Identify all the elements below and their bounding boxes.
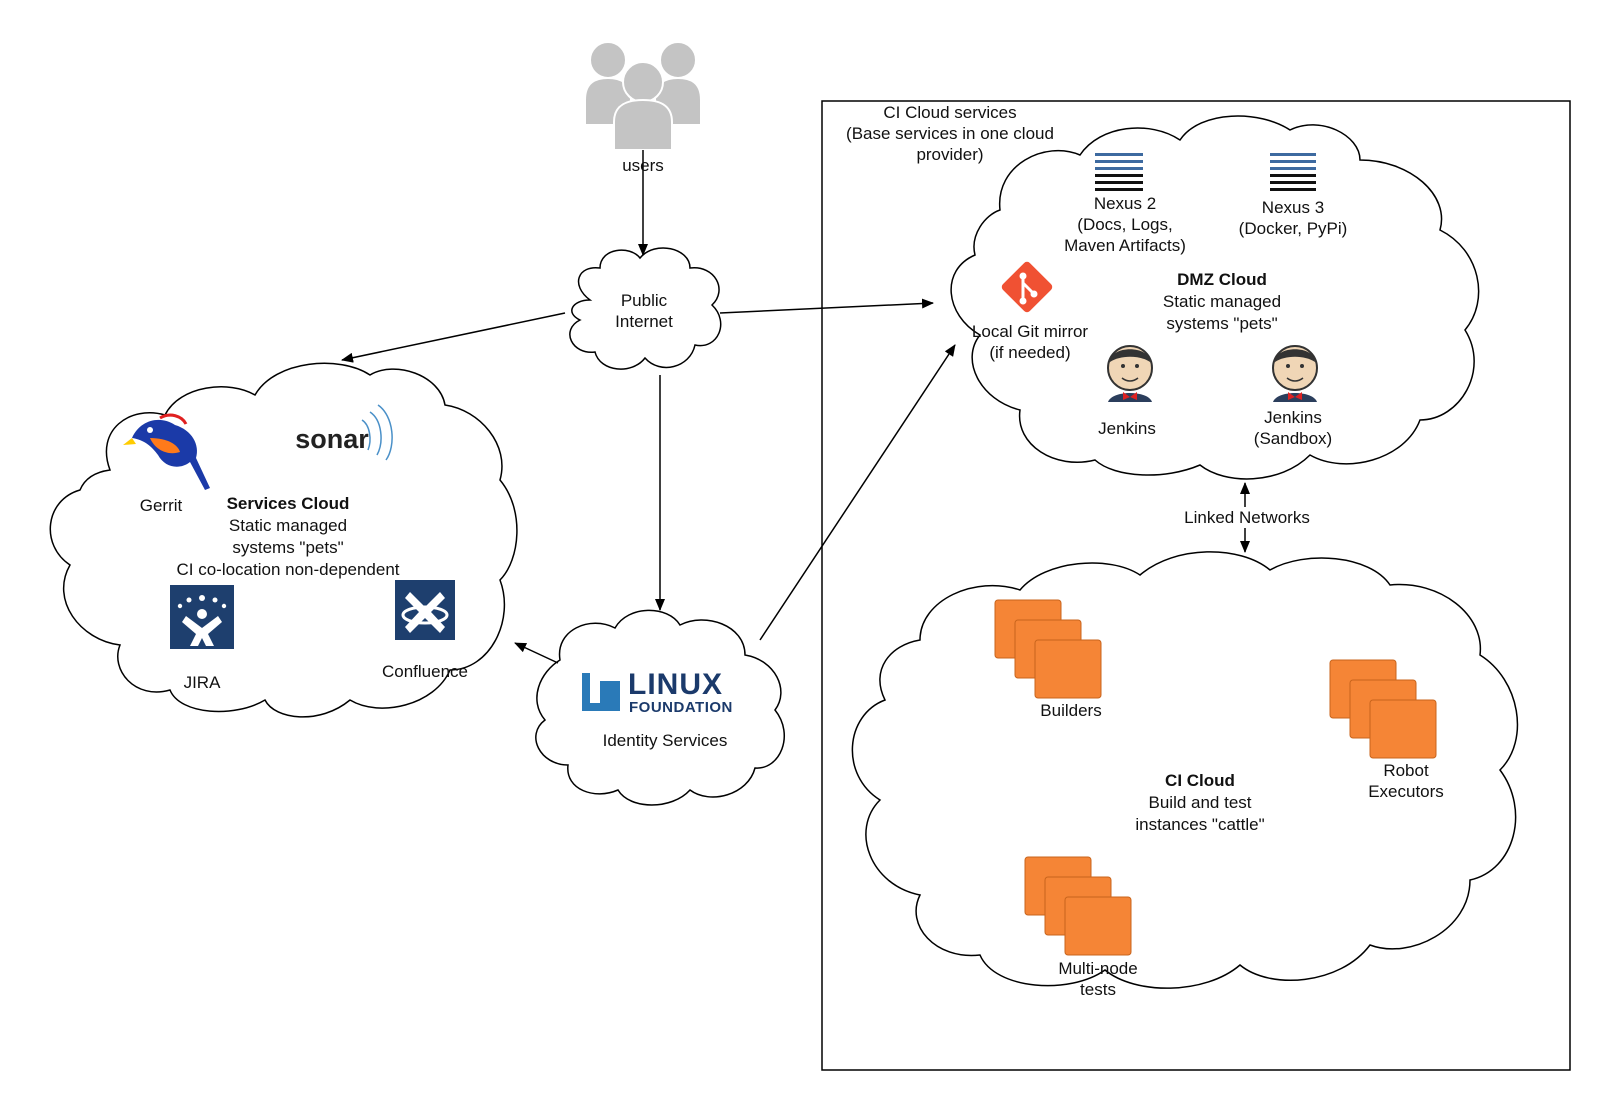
linux-foundation-logo-line2: FOUNDATION xyxy=(629,699,733,716)
git-icon xyxy=(1001,261,1053,313)
linked-networks-label: Linked Networks xyxy=(1181,507,1313,528)
nexus-3-icon xyxy=(1270,153,1316,191)
nexus-3-label: Nexus 3 (Docker, PyPi) xyxy=(1238,198,1348,238)
public-internet-cloud xyxy=(569,247,722,370)
dmz-cloud-line1: Static managed xyxy=(1162,292,1282,311)
builders-label: Builders xyxy=(1040,701,1102,720)
internet-to-dmz-edge xyxy=(719,298,934,314)
ci-cloud-line1: Build and test xyxy=(1148,793,1252,812)
jenkins-sandbox-label: Jenkins (Sandbox) xyxy=(1253,408,1333,448)
identity-services-cloud xyxy=(535,609,785,806)
identity-to-dmz-edge xyxy=(759,344,956,641)
jenkins-label: Jenkins xyxy=(1098,419,1156,438)
sonar-waves-icon xyxy=(361,404,393,461)
linux-foundation-logo-line1: LINUX xyxy=(628,668,723,701)
ci-cloud-services-boundary xyxy=(821,100,1571,1071)
nexus-2-label: Nexus 2 (Docs, Logs, Maven Artifacts) xyxy=(1064,194,1186,255)
users-label: users xyxy=(622,156,664,175)
confluence-icon xyxy=(395,580,455,640)
multinode-tests-instances-icon xyxy=(1024,856,1132,956)
git-mirror-label: Local Git mirror (if needed) xyxy=(971,322,1089,362)
users-icon xyxy=(584,41,702,151)
gerrit-label: Gerrit xyxy=(139,496,183,515)
identity-services-label: Identity Services xyxy=(602,731,728,750)
jenkins-sandbox-icon xyxy=(1272,345,1318,402)
ci-cloud-services-title: CI Cloud services (Base services in one … xyxy=(846,103,1054,164)
identity-to-services-edge xyxy=(514,642,559,664)
ci-cloud-title: CI Cloud xyxy=(1165,771,1235,790)
jira-label: JIRA xyxy=(183,673,221,692)
sonar-logo-text: sonar xyxy=(295,424,369,454)
builders-instances-icon xyxy=(994,599,1102,699)
linux-foundation-logo-mark xyxy=(582,673,620,711)
robot-executors-label: Robot Executors xyxy=(1368,761,1444,801)
services-cloud-line3: CI co-location non-dependent xyxy=(176,560,400,579)
multinode-tests-label: Multi-node tests xyxy=(1058,959,1138,999)
jira-icon xyxy=(170,585,234,649)
services-cloud-title: Services Cloud xyxy=(226,494,350,513)
internet-to-services-edge xyxy=(341,312,566,363)
nexus-2-icon xyxy=(1095,153,1143,191)
jenkins-icon xyxy=(1107,345,1153,402)
services-cloud-line2: systems "pets" xyxy=(232,538,344,557)
dmz-cloud-title: DMZ Cloud xyxy=(1177,270,1267,289)
ci-cloud-line2: instances "cattle" xyxy=(1135,815,1265,834)
gerrit-icon xyxy=(123,413,210,490)
confluence-label: Confluence xyxy=(381,662,469,681)
public-internet-label: Public Internet xyxy=(615,291,673,331)
dmz-cloud xyxy=(950,115,1480,480)
services-cloud-line1: Static managed xyxy=(228,516,348,535)
robot-executors-instances-icon xyxy=(1329,659,1437,759)
dmz-cloud-line2: systems "pets" xyxy=(1166,314,1278,333)
